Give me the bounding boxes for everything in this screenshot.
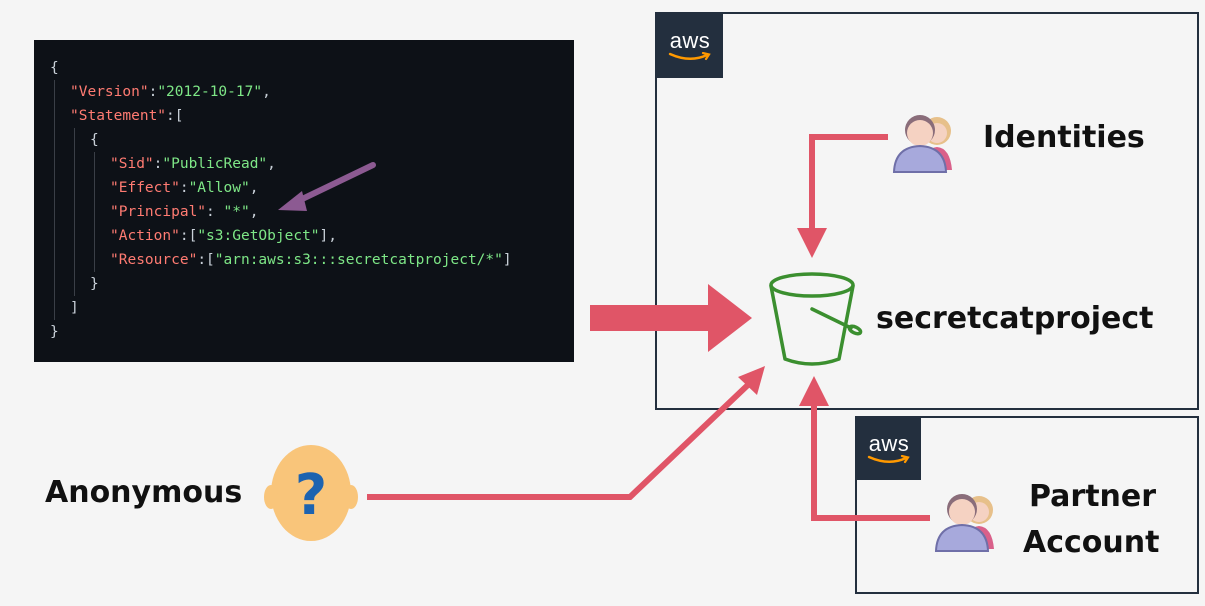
identities-label: Identities	[983, 120, 1145, 155]
aws-smile-icon	[867, 455, 910, 464]
json-key: "Statement"	[70, 108, 167, 124]
code-line: "Statement":[	[70, 104, 184, 128]
anonymous-label: Anonymous	[45, 475, 243, 510]
indent-guide	[94, 152, 95, 272]
json-value: "arn:aws:s3:::secretcatproject/*"	[214, 252, 503, 268]
json-punctuation: ,	[249, 180, 259, 196]
json-punctuation: :[	[166, 108, 184, 124]
json-punctuation: :[	[179, 228, 198, 244]
json-key: "Version"	[70, 84, 149, 100]
json-punctuation: }	[90, 276, 99, 292]
json-punctuation: ,	[267, 156, 276, 172]
code-line: "Sid":"PublicRead",	[110, 152, 276, 176]
aws-logo-text: aws	[669, 28, 711, 53]
partner-label-line1: Partner	[1029, 479, 1157, 514]
bucket-name-label: secretcatproject	[876, 301, 1154, 336]
json-key: "Effect"	[110, 180, 180, 196]
json-key: "Principal"	[110, 204, 207, 220]
bucket-icon	[769, 272, 863, 366]
partner-to-bucket-arrow	[799, 376, 930, 521]
code-line: "Principal": "*",	[110, 200, 258, 224]
json-punctuation: :	[153, 156, 163, 172]
json-punctuation: ],	[319, 228, 337, 244]
code-line: {	[90, 128, 99, 152]
code-line: "Version":"2012-10-17",	[70, 80, 271, 104]
code-line: }	[90, 272, 99, 296]
json-value: "2012-10-17"	[157, 84, 263, 100]
aws-logo-icon: aws	[657, 14, 723, 78]
json-punctuation: :	[148, 84, 158, 100]
identities-to-bucket-arrow	[797, 134, 888, 258]
code-line: }	[50, 320, 59, 344]
json-punctuation: ,	[262, 84, 271, 100]
anonymous-to-bucket-arrow	[367, 366, 765, 500]
code-line: ]	[70, 296, 79, 320]
json-key: "Action"	[110, 228, 180, 244]
json-punctuation: :	[179, 180, 189, 196]
aws-logo-icon: aws	[857, 418, 921, 480]
json-punctuation: {	[90, 132, 99, 148]
principal-pointer-arrow	[278, 162, 376, 211]
json-punctuation: {	[50, 60, 59, 76]
partner-label-line2: Account	[1023, 525, 1160, 560]
code-line: "Effect":"Allow",	[110, 176, 258, 200]
users-icon	[934, 494, 994, 552]
json-value: "Allow"	[188, 180, 250, 196]
indent-guide	[54, 80, 55, 320]
json-key: "Resource"	[110, 252, 198, 268]
code-line: {	[50, 56, 59, 80]
json-punctuation: :	[206, 204, 224, 220]
policy-applies-arrow	[590, 284, 752, 352]
json-value: "s3:GetObject"	[197, 228, 320, 244]
code-line: "Action":["s3:GetObject"],	[110, 224, 337, 248]
json-punctuation: }	[50, 324, 59, 340]
json-punctuation: ,	[249, 204, 259, 220]
anonymous-user-icon: ?	[264, 445, 358, 541]
aws-logo-text: aws	[868, 431, 910, 456]
users-icon	[892, 115, 952, 173]
json-punctuation: ]	[70, 300, 79, 316]
json-punctuation: :[	[197, 252, 215, 268]
indent-guide	[74, 128, 75, 296]
aws-account-box: aws	[655, 12, 1199, 410]
json-key: "Sid"	[110, 156, 154, 172]
aws-smile-icon	[668, 52, 711, 61]
json-punctuation: ]	[502, 252, 512, 268]
json-value: "*"	[223, 204, 250, 220]
question-mark: ?	[295, 463, 327, 528]
json-value: "PublicRead"	[162, 156, 268, 172]
partner-aws-account-box: aws	[855, 416, 1199, 594]
bucket-policy-code-panel: {"Version":"2012-10-17","Statement":[{"S…	[34, 40, 574, 362]
code-line: "Resource":["arn:aws:s3:::secretcatproje…	[110, 248, 512, 272]
